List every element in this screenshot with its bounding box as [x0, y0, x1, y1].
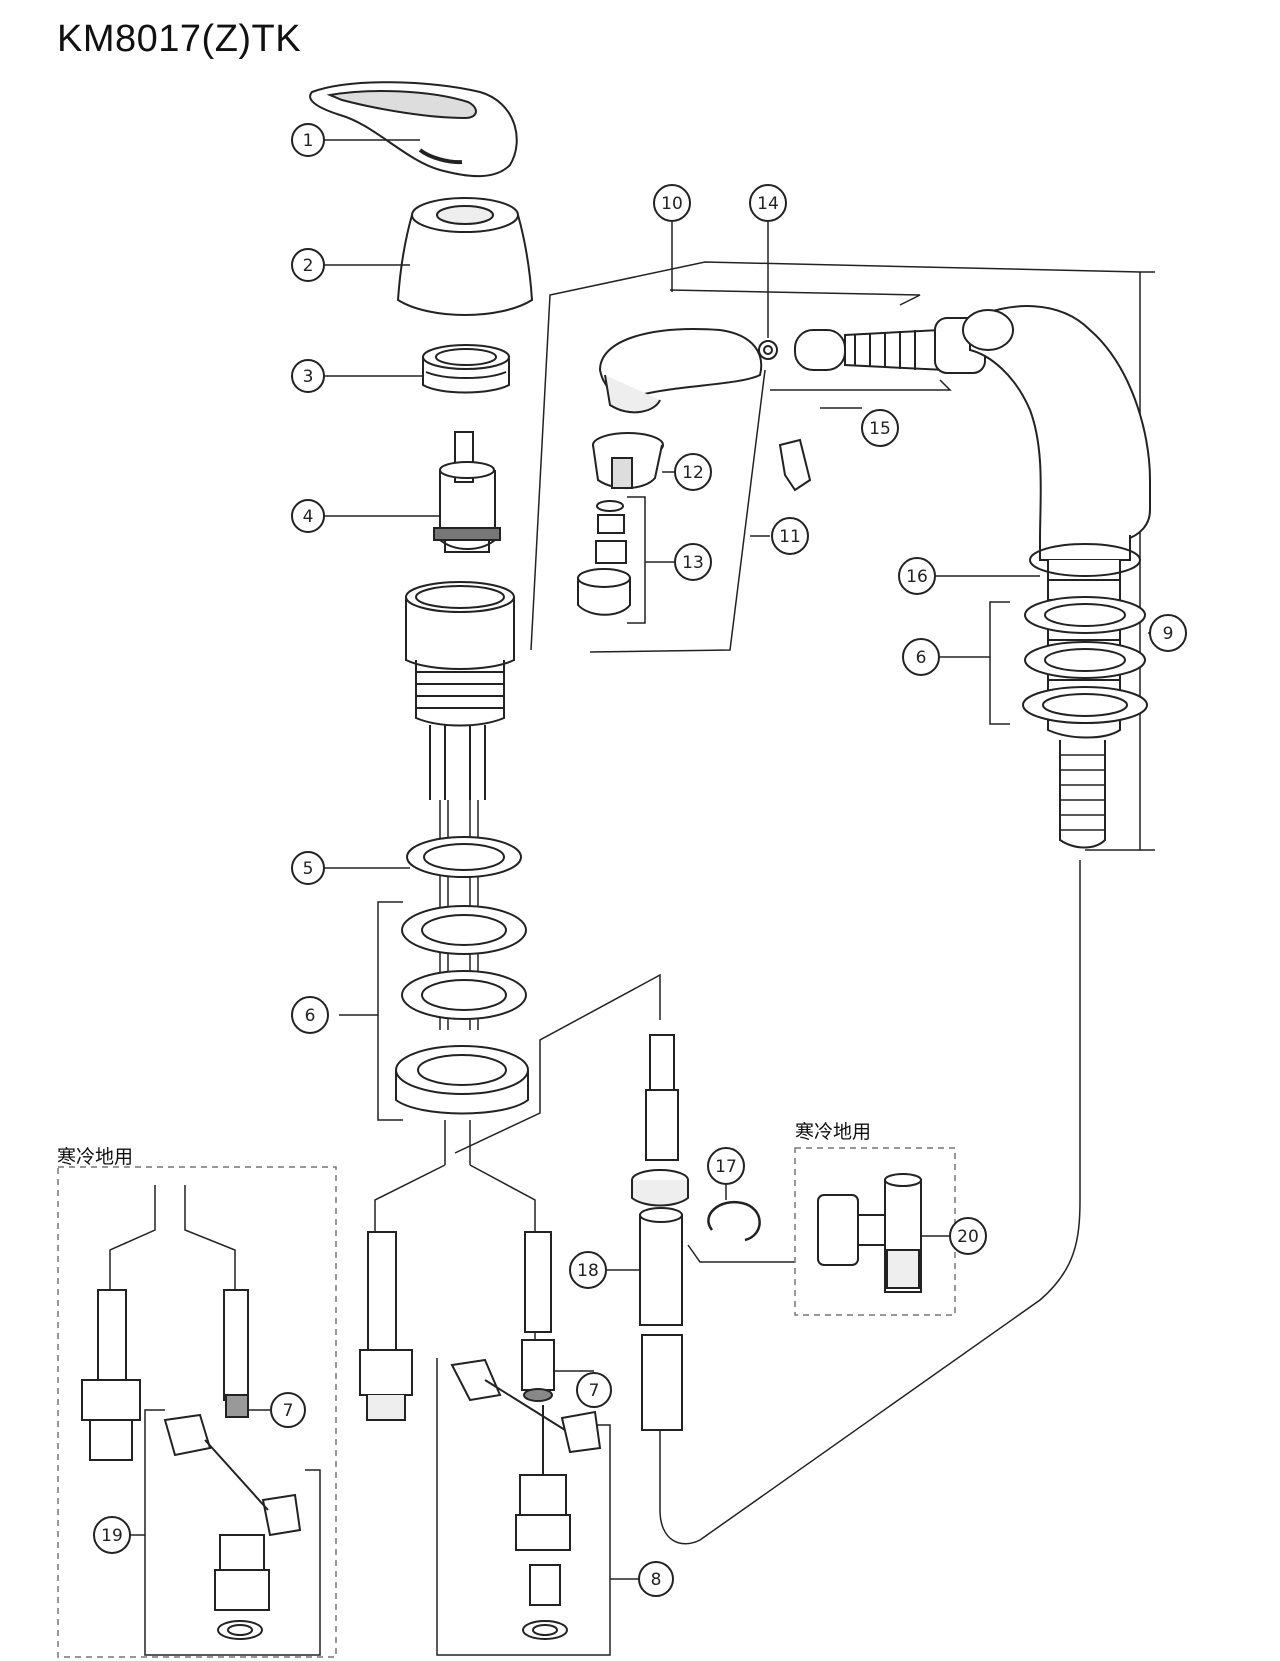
svg-text:20: 20 [957, 1227, 979, 1247]
part-5-packing [406, 836, 522, 878]
callout-4: 4 [291, 499, 325, 533]
callout-17: 17 [707, 1147, 745, 1185]
cold-region-left-hoses [109, 1185, 236, 1290]
bracket-10 [530, 261, 1141, 851]
callout-20: 20 [949, 1217, 987, 1255]
part-14-nut [758, 340, 778, 360]
body-threaded-shank [405, 581, 515, 1030]
callout-10: 10 [653, 184, 691, 222]
callout-8: 8 [638, 1561, 674, 1597]
callout-7-left: 7 [270, 1392, 306, 1428]
svg-text:4: 4 [303, 507, 314, 527]
page-title: KM8017(Z)TK [57, 18, 302, 60]
svg-text:6: 6 [305, 1006, 316, 1026]
part-17-snap-ring [707, 1200, 761, 1242]
svg-text:12: 12 [682, 463, 704, 483]
callout-7-center: 7 [576, 1372, 612, 1408]
part-2-cover [396, 197, 534, 316]
callout-9: 9 [1149, 614, 1187, 652]
bracket-6-right [989, 601, 1010, 725]
callout-5: 5 [291, 851, 325, 885]
bracket-13 [627, 496, 646, 624]
callout-19: 19 [93, 1516, 131, 1554]
svg-text:5: 5 [303, 859, 314, 879]
svg-text:13: 13 [682, 553, 704, 573]
svg-text:6: 6 [916, 648, 927, 668]
svg-text:2: 2 [303, 256, 314, 276]
bracket-14-hose-guide [669, 289, 952, 391]
supply-hoses [374, 1120, 536, 1345]
bracket-11 [589, 369, 766, 653]
callout-leaders [130, 139, 1155, 1580]
svg-text:7: 7 [283, 1401, 294, 1421]
svg-text:16: 16 [906, 567, 928, 587]
svg-text:15: 15 [869, 419, 891, 439]
part-8-check-valve-set [450, 1358, 602, 1640]
svg-text:10: 10 [661, 194, 683, 214]
center-hose-fittings [359, 1231, 555, 1421]
callout-11: 11 [771, 517, 809, 555]
callout-14: 14 [749, 184, 787, 222]
bracket-6-left [377, 901, 403, 1121]
cold-region-left-fittings [81, 1289, 249, 1461]
callout-13: 13 [674, 543, 712, 581]
callout-6-left: 6 [291, 996, 329, 1034]
part-1-lever-handle [309, 81, 518, 178]
svg-text:3: 3 [303, 367, 314, 387]
callout-1: 1 [291, 123, 325, 157]
part-9-spout [962, 305, 1151, 849]
svg-text:1: 1 [303, 131, 314, 151]
coupling-guide-lines [454, 973, 661, 1154]
part-6-washers-left [395, 905, 529, 1115]
part-3-ring-nut [422, 344, 510, 394]
cold-region-note-left: 寒冷地用 [57, 1146, 134, 1168]
part-20-cold-region-valve [817, 1173, 922, 1293]
bracket-19 [144, 1409, 321, 1656]
svg-text:19: 19 [101, 1526, 123, 1546]
svg-text:17: 17 [715, 1157, 737, 1177]
svg-text:18: 18 [577, 1261, 599, 1281]
part-19-cold-region-kit [163, 1413, 302, 1640]
callout-2: 2 [291, 248, 325, 282]
guide-17-20 [687, 1244, 795, 1263]
callout-15: 15 [861, 409, 899, 447]
part-12-spray-ring [592, 432, 664, 490]
part-10-shower-head [598, 328, 763, 414]
svg-text:11: 11 [779, 527, 801, 547]
callout-16: 16 [898, 557, 936, 595]
callout-18: 18 [569, 1251, 607, 1289]
part-15-hose-clip [778, 317, 986, 492]
cold-region-box-left [57, 1166, 337, 1658]
bracket-8 [436, 1358, 611, 1656]
part-13-aerator-set [577, 500, 631, 616]
svg-text:14: 14 [757, 194, 779, 214]
callout-3: 3 [291, 359, 325, 393]
part-6-washers-right [1022, 543, 1148, 724]
svg-text:7: 7 [589, 1381, 600, 1401]
cold-region-note-right: 寒冷地用 [795, 1121, 872, 1143]
svg-text:8: 8 [651, 1570, 662, 1590]
svg-text:9: 9 [1163, 624, 1174, 644]
callout-12: 12 [674, 453, 712, 491]
callout-6-right: 6 [902, 638, 940, 676]
part-4-cartridge [433, 431, 501, 553]
coupling-stack [631, 860, 1081, 1545]
bracket-9 [1140, 271, 1155, 851]
